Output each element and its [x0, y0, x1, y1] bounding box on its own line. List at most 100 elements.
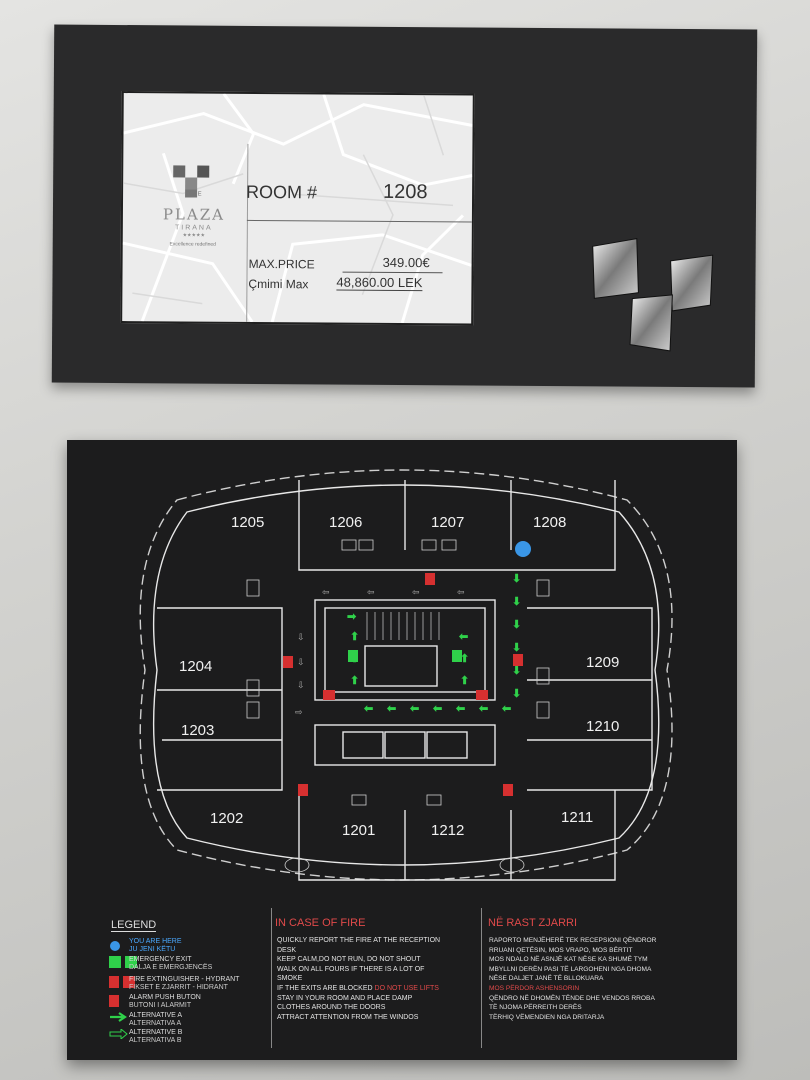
chrome-logo-icon [592, 238, 714, 352]
logo-stars: ★★★★★ [182, 232, 206, 239]
albanian-instruction: QËNDRO NË DHOMËN TËNDE DHE VENDOS RROBA [489, 994, 655, 1002]
fire-extinguisher-icon [425, 573, 435, 585]
albanian-instruction: RAPORTO MENJËHERË TEK RECEPSIONI QËNDROR [489, 937, 657, 944]
svg-text:⬆: ⬆ [350, 631, 359, 643]
fire-instruction: ATTRACT ATTENTION FROM THE WINDOS [277, 1013, 419, 1021]
fire-extinguisher-icon [513, 654, 523, 666]
logo-city: TIRANA [174, 224, 213, 232]
floor-plan-map: ⇦⇦⇦⇦ ⇩⇩⇩⇨ ⬇⬇⬇ ⬇⬇⬇ ⬅⬅⬅ ⬅⬅⬅⬅ ➡⬆⬆⬆ ⬅⬆⬆ [139, 469, 673, 881]
plaza-logo-icon [173, 165, 210, 198]
fire-instruction: IF THE EXITS ARE BLOCKED DO NOT USE LIFT… [277, 984, 439, 992]
room-1202: 1202 [210, 810, 243, 827]
fire-instruction: SMOKE [277, 975, 303, 983]
fire-extinguisher-icon [503, 784, 513, 796]
room-1210: 1210 [586, 718, 619, 735]
fire-instruction: QUICKLY REPORT THE FIRE AT THE RECEPTION [277, 937, 441, 944]
fire-instruction: DESK [277, 946, 297, 954]
alarm-button-icon [323, 690, 335, 700]
room-1209: 1209 [586, 654, 619, 671]
room-number: 1208 [383, 180, 428, 204]
emergency-exit-icon [109, 956, 137, 968]
svg-text:⇨: ⇨ [295, 707, 303, 717]
svg-text:⇦: ⇦ [412, 587, 420, 597]
max-price-label: MAX.PRICE [248, 256, 315, 272]
room-1206: 1206 [329, 514, 362, 531]
street-map-background [122, 93, 473, 324]
alarm-button-icon [109, 995, 119, 1007]
fire-extinguisher-icon [298, 784, 308, 796]
svg-text:⬇: ⬇ [512, 688, 521, 700]
room-1204: 1204 [179, 658, 212, 675]
fire-extinguisher-icon [283, 656, 293, 668]
albanian-instruction: TË NJOMA PËRREITH DERËS [489, 1004, 582, 1012]
logo-name: PLAZA [162, 205, 226, 224]
svg-text:⬅: ⬅ [478, 703, 488, 715]
svg-text:⬅: ⬅ [363, 703, 373, 715]
svg-text:⇦: ⇦ [322, 587, 330, 597]
svg-text:⬆: ⬆ [460, 675, 469, 687]
legend-divider [271, 908, 272, 1048]
svg-text:⇦: ⇦ [367, 587, 375, 597]
ne-rast-zjarri-list: RAPORTO MENJËHERË TEK RECEPSIONI QËNDROR… [489, 936, 656, 1022]
emergency-exit-icon [452, 650, 462, 662]
room-sign-plate: THE PLAZA TIRANA ★★★★★ Excellence redefi… [51, 24, 758, 388]
svg-text:⇦: ⇦ [457, 587, 465, 597]
ne-rast-zjarri-title: NË RAST ZJARRI [488, 917, 578, 929]
fire-instruction: WALK ON ALL FOURS IF THERE IS A LOT OF [277, 965, 425, 973]
svg-text:⬅: ⬅ [501, 703, 511, 715]
svg-text:⬅: ⬅ [386, 703, 396, 715]
svg-text:⇩: ⇩ [297, 657, 305, 667]
max-price-value: 349.00€ [382, 254, 430, 271]
albanian-instruction: MBYLLNI DERËN PASI TË LARGOHENI NGA DHOM… [489, 965, 652, 973]
albanian-instruction: RRUANI QETËSIN, MOS VRAPO, MOS BËRTIT [489, 946, 633, 954]
fire-instruction: KEEP CALM,DO NOT RUN, DO NOT SHOUT [277, 956, 421, 964]
you-are-here-marker [515, 541, 531, 557]
fire-divider [481, 908, 482, 1048]
svg-text:⬅: ⬅ [455, 703, 465, 715]
in-case-of-fire-title: IN CASE OF FIRE [275, 917, 366, 929]
fire-instruction: CLOTHES AROUND THE DOORS [277, 1004, 386, 1012]
emergency-exit-icon [348, 650, 358, 662]
evacuation-plan-plate: ⇦⇦⇦⇦ ⇩⇩⇩⇨ ⬇⬇⬇ ⬇⬇⬇ ⬅⬅⬅ ⬅⬅⬅⬅ ➡⬆⬆⬆ ⬅⬆⬆ [67, 440, 737, 1060]
fire-extinguisher-icon [109, 976, 135, 988]
arrow-b-icon [109, 1029, 128, 1039]
svg-text:⇩: ⇩ [297, 680, 305, 690]
logo-the-text: THE [187, 191, 203, 198]
svg-text:⬆: ⬆ [350, 675, 359, 687]
fire-instruction: STAY IN YOUR ROOM AND PLACE DAMP [277, 994, 413, 1002]
svg-text:⇩: ⇩ [297, 632, 305, 642]
room-1212: 1212 [431, 822, 464, 839]
room-1201: 1201 [342, 822, 375, 839]
svg-text:⬇: ⬇ [512, 573, 521, 585]
legend-title: LEGEND [111, 919, 157, 932]
svg-text:⬇: ⬇ [512, 596, 521, 608]
svg-text:⬅: ⬅ [409, 703, 419, 715]
svg-text:⬅: ⬅ [432, 703, 442, 715]
alarm-button-icon [476, 690, 488, 700]
svg-text:⬇: ⬇ [512, 642, 521, 654]
room-1211: 1211 [561, 809, 593, 826]
blue-dot-icon [110, 941, 120, 951]
svg-text:⬅: ⬅ [458, 631, 468, 643]
room-1205: 1205 [231, 514, 264, 531]
logo-tagline: Excellence redefined [169, 241, 216, 248]
room-1208: 1208 [533, 514, 566, 531]
albanian-instruction: MOS NDALO NË ASNJË KAT NËSE KA SHUMË TYM [489, 956, 648, 964]
svg-text:⬇: ⬇ [512, 665, 521, 677]
in-case-of-fire-list: QUICKLY REPORT THE FIRE AT THE RECEPTION… [277, 936, 440, 1022]
room-1207: 1207 [431, 514, 464, 531]
room-label: ROOM # [246, 181, 318, 203]
svg-text:⬇: ⬇ [512, 619, 521, 631]
arrow-a-icon [110, 1012, 127, 1022]
svg-text:⬆: ⬆ [460, 653, 469, 665]
albanian-instruction: TËRHIQ VËMENDIEN NGA DRITARJA [489, 1013, 605, 1021]
albanian-instruction: MOS PËRDOR ASHENSORIN [489, 984, 580, 992]
albanian-instruction: NËSE DALJET JANË TË BLLOKUARA [489, 975, 604, 983]
cmimi-label: Çmimi Max [248, 276, 309, 292]
